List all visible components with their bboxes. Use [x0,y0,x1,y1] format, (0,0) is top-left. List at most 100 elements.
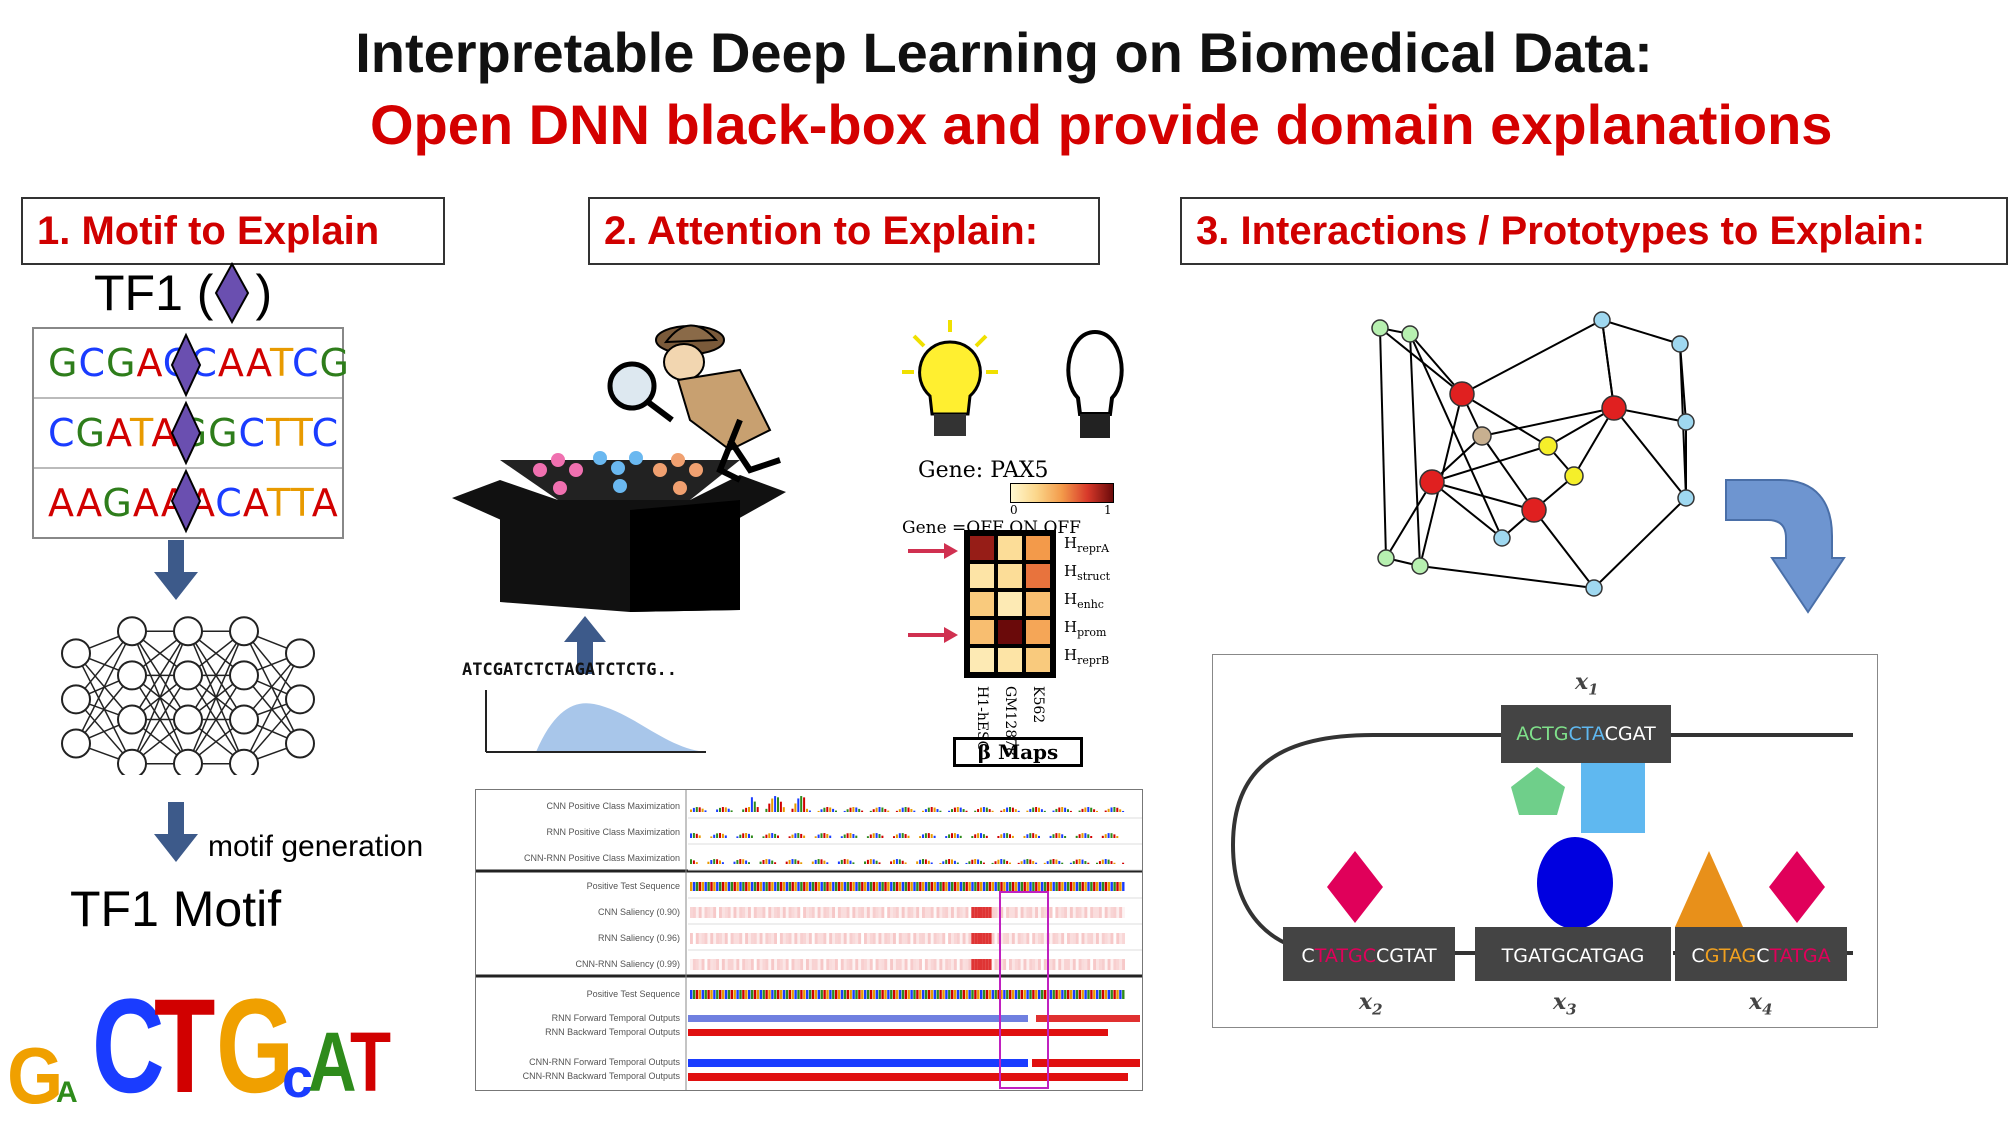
graph-node [1601,395,1627,421]
nucleotide: A [48,481,77,525]
saliency-cell [846,907,850,918]
saliency-cell [835,907,838,918]
saliency-cell [995,933,998,944]
saliency-cell [716,959,719,970]
saliency-cell [1038,959,1041,970]
saliency-cell [985,907,989,918]
sequence-base [898,882,902,891]
sequence-base [930,990,934,999]
sequence-base [968,882,971,891]
sequence-base [814,882,818,891]
saliency-cell [1009,933,1012,944]
saliency-cell [1075,907,1079,918]
logo-bar [933,835,936,838]
saliency-cell [803,933,806,944]
sequence-base [814,990,818,999]
graph-edge [1593,497,1687,589]
saliency-cell [837,907,841,918]
sequence-base [1020,990,1023,999]
saliency-cell [922,933,925,944]
scale-min-label: 0 [1010,503,1018,517]
saliency-cell [693,933,696,944]
saliency-cell [858,907,862,918]
nucleotide: A [132,481,161,525]
beta-maps-label: β Maps [953,737,1083,767]
saliency-cell [994,907,998,918]
sequence-base: T [1581,723,1592,745]
logo-bar [922,810,924,812]
track-label: CNN-RNN Saliency (0.99) [575,959,680,969]
nucleotide: G [48,341,79,385]
nucleotide: A [242,481,267,525]
graph-edge [1601,319,1615,409]
network-in-box [533,451,703,495]
saliency-cell [1069,907,1073,918]
saliency-cell [829,933,833,944]
logo-bar [736,836,739,838]
sequence-base [1069,990,1073,999]
saliency-cell [939,959,943,970]
saliency-cell [1011,959,1015,970]
logo-bar [1017,810,1020,812]
sequence-base [1096,882,1099,891]
sequence-base [991,990,994,999]
saliency-cell [753,907,757,918]
logo-bar [1049,835,1052,838]
logo-bar [1096,862,1098,864]
graph-node [1521,497,1547,523]
sequence-row-3: AAGAAACATTA [34,469,342,537]
logo-bar [777,797,779,812]
logo-bar [980,807,982,812]
saliency-cell [982,959,986,970]
logo-bar [750,835,753,838]
sequence-base [942,990,945,999]
sequence-base [922,990,925,999]
saliency-cell [971,933,975,944]
x-label-base: x [1553,989,1567,1015]
sequence-base [1017,882,1021,891]
logo-bar [690,833,692,838]
saliency-cell [808,907,812,918]
logo-bar [748,833,750,838]
sequence-base [1009,990,1012,999]
saliency-cell [922,959,925,970]
logo-letter: A [56,1076,78,1109]
saliency-cell [957,959,960,970]
sequence-base [1052,990,1055,999]
saliency-cell [843,933,847,944]
beta-heatmap [964,530,1056,678]
saliency-cell [750,959,754,970]
logo-bar [1035,862,1038,864]
saliency-cell [730,959,734,970]
saliency-cell [808,959,812,970]
sequence-base [1069,882,1073,891]
logo-bar [991,862,994,864]
logo-bar [893,859,895,864]
saliency-cell [748,959,751,970]
logo-bar [849,833,852,838]
logo-bar [901,833,904,838]
logo-bar [1014,809,1017,812]
logo-bar [1084,807,1087,812]
logo-bar [1104,810,1107,812]
saliency-cell [988,907,992,918]
sequence-base [933,882,936,891]
detective-icon [607,324,781,483]
lightbulb-on-icon [902,320,998,436]
sequence-base [1009,882,1012,891]
nn-neuron [61,728,91,759]
sequence-base [1032,882,1035,891]
saliency-cell [690,933,693,944]
logo-bar [1032,833,1035,838]
saliency-cell [765,933,769,944]
diamond-protein-icon [1769,851,1825,923]
sequence-base [1101,990,1105,999]
logo-bar [803,835,806,838]
sequence-base: T [1539,945,1552,967]
saliency-cell [797,933,801,944]
saliency-cell [768,933,772,944]
x-label-base: x [1749,989,1763,1015]
saliency-cell [910,933,913,944]
logo-bar [1078,859,1081,864]
logo-bar [910,808,913,812]
